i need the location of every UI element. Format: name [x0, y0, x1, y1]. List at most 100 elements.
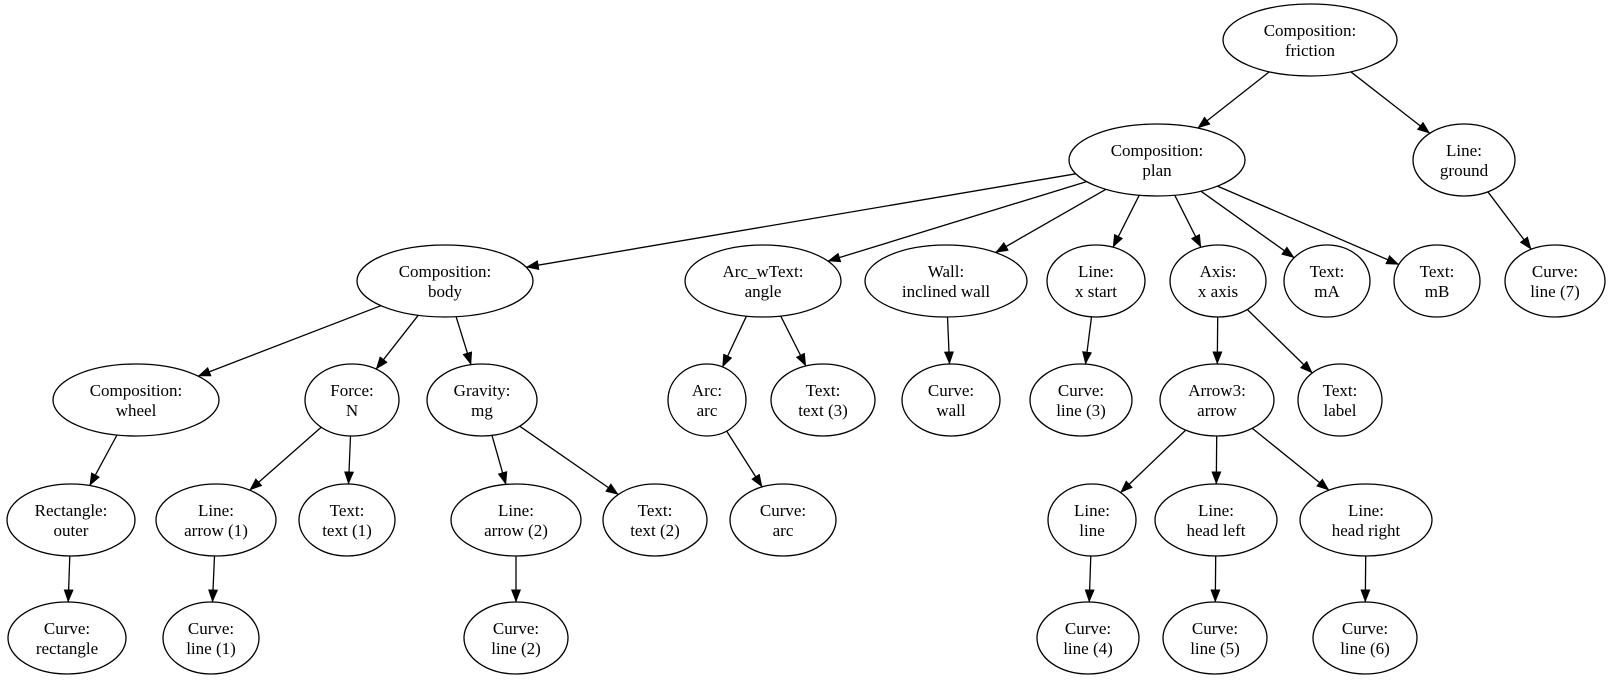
- node-label-force-n: Force:N: [330, 381, 373, 420]
- edge-plan-to-x-axis: [1174, 195, 1202, 248]
- edge-force-n-to-line-arrow-1: [249, 426, 322, 491]
- node-ellipse-curve-arc: [729, 483, 837, 557]
- edge-plan-to-body: [525, 173, 1076, 271]
- node-label-curve-line-2: Curve:line (2): [491, 619, 541, 658]
- node-ellipse-arrow3: [1159, 363, 1275, 437]
- node-ellipse-head-left: [1154, 483, 1278, 557]
- node-ellipse-arc: [667, 363, 747, 437]
- node-ellipse-force-n: [304, 363, 400, 437]
- node-line-arrow-1: Line:arrow (1): [155, 483, 277, 557]
- node-label-text-1: Text:text (1): [322, 501, 372, 540]
- node-label-ground: Line:ground: [1440, 141, 1489, 180]
- node-label-rect-outer: Rectangle:outer: [35, 501, 108, 540]
- node-label-line-line: Line:line: [1074, 501, 1110, 540]
- node-ellipse-angle: [684, 244, 842, 318]
- edge-x-axis-to-text-label: [1246, 309, 1313, 374]
- node-text-mb: Text:mB: [1393, 244, 1481, 318]
- node-label-text-2: Text:text (2): [630, 501, 680, 540]
- node-curve-line-3: Curve:line (3): [1029, 363, 1133, 437]
- node-ellipse-text-3: [770, 363, 876, 437]
- node-label-plan: Composition:plan: [1111, 141, 1204, 180]
- node-label-curve-wall: Curve:wall: [928, 381, 974, 420]
- node-ellipse-curve-line-5: [1162, 601, 1268, 675]
- node-ellipse-curve-line-3: [1029, 363, 1133, 437]
- edge-friction-to-ground: [1350, 71, 1431, 134]
- node-body: Composition:body: [356, 244, 534, 318]
- node-head-left: Line:head left: [1154, 483, 1278, 557]
- node-ellipse-curve-wall: [901, 363, 1001, 437]
- node-label-curve-line-5: Curve:line (5): [1190, 619, 1240, 658]
- node-force-n: Force:N: [304, 363, 400, 437]
- node-label-x-start: Line:x start: [1075, 262, 1117, 301]
- node-head-right: Line:head right: [1299, 483, 1433, 557]
- node-text-2: Text:text (2): [602, 483, 708, 557]
- node-ellipse-curve-rectangle: [7, 601, 127, 675]
- node-curve-line-4: Curve:line (4): [1036, 601, 1140, 675]
- node-ellipse-curve-line-1: [162, 601, 260, 675]
- node-curve-rectangle: Curve:rectangle: [7, 601, 127, 675]
- node-curve-line-7: Curve:line (7): [1504, 244, 1606, 318]
- node-label-curve-line-1: Curve:line (1): [186, 619, 236, 658]
- node-label-curve-arc: Curve:arc: [760, 501, 806, 540]
- node-curve-line-6: Curve:line (6): [1312, 601, 1418, 675]
- node-inclined-wall: Wall:inclined wall: [864, 244, 1028, 318]
- node-ellipse-curve-line-2: [463, 601, 569, 675]
- edge-arrow3-to-head-right: [1251, 427, 1330, 491]
- edge-ground-to-curve-line-7: [1487, 191, 1532, 250]
- node-label-friction: Composition:friction: [1264, 21, 1357, 60]
- edge-line-arrow-1-to-curve-line-1: [208, 555, 219, 603]
- node-label-gravity-mg: Gravity:mg: [454, 381, 511, 420]
- edge-angle-to-text-3: [780, 315, 807, 367]
- node-plan: Composition:plan: [1068, 123, 1246, 197]
- node-label-line-arrow-1: Line:arrow (1): [184, 501, 248, 540]
- node-line-arrow-2: Line:arrow (2): [450, 483, 582, 557]
- node-label-curve-rectangle: Curve:rectangle: [36, 619, 98, 658]
- edge-friction-to-plan: [1197, 71, 1270, 129]
- edge-body-to-wheel: [197, 305, 382, 377]
- node-ellipse-wheel: [52, 363, 220, 437]
- node-ellipse-inclined-wall: [864, 244, 1028, 318]
- node-curve-wall: Curve:wall: [901, 363, 1001, 437]
- node-ellipse-line-line: [1047, 483, 1137, 557]
- node-ground: Line:ground: [1412, 123, 1516, 197]
- edge-gravity-mg-to-text-2: [519, 425, 619, 496]
- node-ellipse-text-2: [602, 483, 708, 557]
- node-ellipse-x-start: [1046, 244, 1146, 318]
- node-ellipse-ground: [1412, 123, 1516, 197]
- node-label-text-mb: Text:mB: [1420, 262, 1455, 301]
- node-ellipse-friction: [1222, 3, 1398, 77]
- node-ellipse-line-arrow-2: [450, 483, 582, 557]
- node-x-start: Line:x start: [1046, 244, 1146, 318]
- node-label-head-left: Line:head left: [1187, 501, 1246, 540]
- node-label-curve-line-7: Curve:line (7): [1530, 262, 1580, 301]
- node-ellipse-text-label: [1297, 363, 1383, 437]
- node-angle: Arc_wText:angle: [684, 244, 842, 318]
- node-label-angle: Arc_wText:angle: [723, 262, 804, 301]
- edge-arc-to-curve-arc: [726, 430, 763, 488]
- edge-plan-to-text-mb: [1217, 185, 1400, 266]
- node-friction: Composition:friction: [1222, 3, 1398, 77]
- edge-gravity-mg-to-line-arrow-2: [491, 435, 508, 485]
- node-ellipse-curve-line-4: [1036, 601, 1140, 675]
- node-curve-arc: Curve:arc: [729, 483, 837, 557]
- node-label-head-right: Line:head right: [1332, 501, 1401, 540]
- edge-angle-to-arc: [721, 315, 747, 368]
- node-curve-line-1: Curve:line (1): [162, 601, 260, 675]
- node-curve-line-5: Curve:line (5): [1162, 601, 1268, 675]
- node-label-text-3: Text:text (3): [798, 381, 848, 420]
- edge-plan-to-inclined-wall: [995, 188, 1107, 254]
- node-label-curve-line-6: Curve:line (6): [1340, 619, 1390, 658]
- node-label-text-ma: Text:mA: [1310, 262, 1345, 301]
- node-curve-line-2: Curve:line (2): [463, 601, 569, 675]
- node-ellipse-text-mb: [1393, 244, 1481, 318]
- node-label-curve-line-3: Curve:line (3): [1056, 381, 1106, 420]
- node-text-1: Text:text (1): [298, 483, 396, 557]
- edge-plan-to-x-start: [1112, 195, 1140, 248]
- node-ellipse-gravity-mg: [426, 363, 538, 437]
- node-label-inclined-wall: Wall:inclined wall: [902, 262, 991, 301]
- node-ellipse-text-1: [298, 483, 396, 557]
- node-ellipse-plan: [1068, 123, 1246, 197]
- node-label-arrow3: Arrow3:arrow: [1188, 381, 1246, 420]
- node-text-label: Text:label: [1297, 363, 1383, 437]
